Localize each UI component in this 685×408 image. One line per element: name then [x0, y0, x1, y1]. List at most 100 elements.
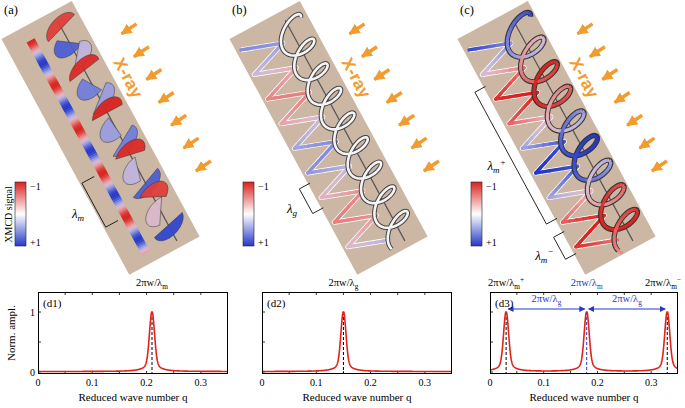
xmcd-stripe: [92, 153, 93, 155]
helix-tube: [542, 37, 544, 38]
panel-label: (d2): [267, 297, 285, 309]
spectrum-curve: [490, 312, 678, 371]
xray-arrow: [146, 70, 161, 80]
xray-arrow: [652, 161, 667, 171]
xmcd-stripe: [95, 160, 96, 162]
helix-tube: [601, 205, 603, 212]
xmcd-stripe: [129, 221, 130, 223]
spin-disc: [92, 97, 122, 121]
xmcd-stripe: [59, 93, 60, 95]
xray-arrow: [627, 115, 642, 125]
xmcd-stripe: [71, 114, 72, 116]
xmcd-stripe: [64, 102, 65, 104]
helix-tube: [571, 125, 576, 128]
xray-label: X-ray: [109, 56, 146, 102]
helix-tube: [546, 113, 549, 119]
xmcd-stripe: [116, 199, 117, 201]
helix-tube: [575, 150, 578, 156]
xmcd-stripe: [79, 130, 80, 132]
helix-tube: [521, 58, 523, 65]
helix-tube: [549, 124, 552, 128]
spin-disc: [69, 55, 98, 82]
helix-tube: [547, 119, 549, 124]
helix-tube: [593, 143, 596, 147]
xmcd-stripe: [109, 185, 110, 187]
helix-tube: [569, 86, 571, 87]
spacing-arrow: [508, 309, 585, 310]
helix-tube: [563, 86, 567, 88]
helix-tube: [636, 209, 638, 210]
xmcd-stripe: [31, 40, 32, 42]
spectrum-plot: [262, 292, 452, 374]
xmcd-stripe: [36, 51, 37, 53]
xmcd-stripe: [97, 163, 98, 165]
wavelength-label: λm−: [535, 249, 553, 263]
helix-tube: [562, 97, 566, 101]
helix-tube: [608, 189, 612, 194]
helix-tube: [625, 211, 629, 214]
colorbar-tick: −1: [30, 181, 41, 192]
peak-marker-line: [152, 312, 153, 373]
panel-illustration: [457, 1, 666, 275]
helix-tube: [539, 79, 545, 81]
axis-title: Reduced wave number q: [302, 391, 411, 403]
colorbar: [15, 182, 26, 246]
tick-label: 0: [260, 377, 265, 388]
helix-tube: [611, 199, 616, 202]
xmcd-stripe: [41, 60, 42, 62]
xmcd-stripe: [139, 241, 140, 243]
xmcd-stripe: [130, 223, 131, 225]
xray-arrow: [424, 161, 439, 171]
helix-tube: [529, 13, 531, 14]
xmcd-stripe: [57, 90, 58, 92]
dimension-bracket: [82, 177, 118, 228]
axis-title: Reduced wave number q: [78, 391, 187, 403]
xray-arrow: [196, 161, 211, 171]
helix-tube: [578, 145, 582, 151]
xray-arrow: [362, 47, 377, 57]
xray-arrow: [134, 47, 149, 57]
helix-tube: [580, 118, 583, 122]
xmcd-stripe: [35, 49, 36, 51]
helix-tube: [549, 101, 552, 107]
helix-tube: [581, 140, 585, 145]
helix-tube: [556, 62, 558, 63]
helix-tube: [584, 150, 589, 153]
xmcd-stripe: [72, 116, 73, 118]
xray-arrow: [640, 138, 655, 148]
spectrum-plot: [490, 292, 678, 374]
helix-tube: [616, 247, 619, 251]
helix-tube: [589, 146, 593, 150]
xmcd-stripe: [123, 211, 124, 213]
spectrum-curve: [38, 312, 228, 371]
helix-tube: [521, 70, 523, 75]
helix-tube: [566, 93, 569, 97]
spin-disc: [47, 12, 75, 41]
helix-tube: [561, 144, 563, 149]
helix-tube: [614, 230, 616, 237]
helix-tube: [532, 88, 535, 94]
colorbar: [243, 182, 254, 246]
xmcd-stripe: [74, 119, 75, 121]
plot-frame: (d3): [490, 292, 678, 374]
spin-disc: [123, 157, 141, 185]
spectrum-curve: [262, 312, 452, 371]
ground-plane: [1, 1, 199, 275]
helix-tube: [552, 128, 556, 131]
xmcd-stripe: [53, 81, 54, 83]
helix-tube: [572, 113, 576, 116]
xmcd-stripe: [33, 44, 34, 46]
xmcd-stripe: [132, 227, 133, 229]
xmcd-stripe: [125, 214, 126, 216]
helix-tube: [612, 186, 616, 189]
xmcd-stripe: [62, 98, 63, 100]
colorbar-tick: +1: [30, 237, 41, 248]
xray-arrow: [122, 24, 137, 34]
helix-tube: [558, 101, 563, 104]
peak-marker-line: [586, 312, 587, 373]
helix-tube: [574, 168, 576, 173]
helix-tube: [587, 181, 589, 188]
xmcd-stripe: [100, 169, 101, 171]
xmcd-stripe: [90, 149, 91, 151]
helix-tube: [519, 64, 522, 70]
